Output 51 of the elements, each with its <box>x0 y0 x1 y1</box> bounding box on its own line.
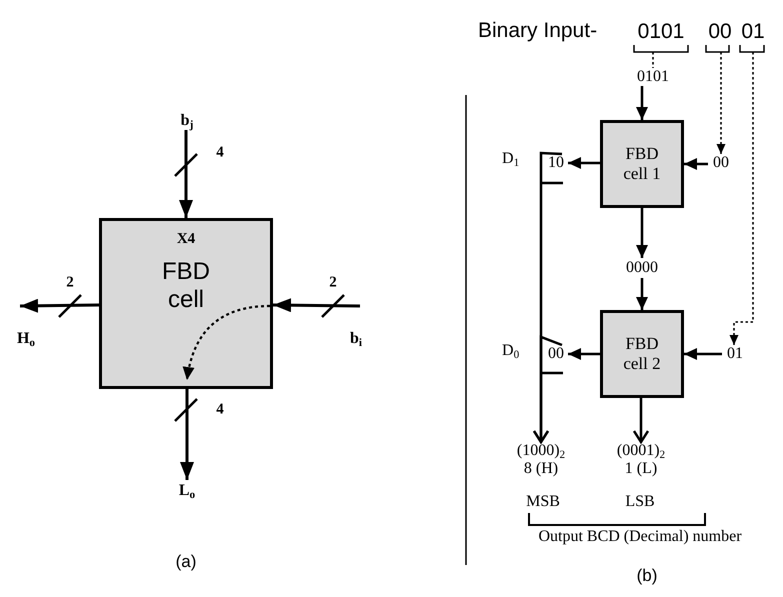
bus-width-label: 2 <box>66 274 74 292</box>
bit-value: 01 <box>727 344 743 364</box>
bit-order-label: LSB <box>624 493 656 512</box>
arrow <box>532 335 562 444</box>
output-caption: Output BCD (Decimal) number <box>537 528 743 546</box>
digit-label: D$_{0}$ <box>502 342 520 360</box>
bit-group: 00 <box>708 20 732 44</box>
arrow <box>20 298 100 313</box>
dotted-arrow <box>730 52 754 345</box>
arrow <box>684 158 708 170</box>
fbd-cell-box <box>99 218 273 389</box>
panel-label: (b) <box>636 566 658 586</box>
bit-value: 00 <box>713 154 729 172</box>
dotted-arrow <box>716 52 726 154</box>
bit-value: (0001)$_{2}$ <box>616 442 666 460</box>
arrow <box>684 348 722 360</box>
bit-value: 0101 <box>637 68 669 86</box>
cell-title: FBD cell 1 <box>622 144 662 184</box>
signal-label: H$_{o}$ <box>16 330 36 348</box>
cell-title: FBD cell 2 <box>622 334 662 374</box>
signal-label: b$_{j}$ <box>180 112 194 130</box>
arrow <box>636 278 648 310</box>
bit-value: 8 (H) <box>524 460 558 479</box>
bus-width-label: 2 <box>329 274 337 292</box>
bit-order-label: MSB <box>525 493 561 512</box>
cell-index-label: X4 <box>176 231 196 248</box>
arrow <box>632 398 650 444</box>
arrow <box>636 86 648 120</box>
input-label: Binary Input- <box>478 19 598 42</box>
arrow <box>568 348 600 360</box>
arrow <box>568 157 600 169</box>
arrow <box>180 389 194 480</box>
bit-value: 1 (L) <box>624 460 658 479</box>
bit-value: 10 <box>548 154 564 172</box>
digit-label: D$_{1}$ <box>502 150 520 168</box>
bit-value: (1000)$_{2}$ <box>516 442 566 460</box>
arrow <box>179 130 193 218</box>
bus-width-label: 4 <box>216 144 224 162</box>
bit-group: 01 <box>741 20 765 44</box>
arrow <box>636 208 648 258</box>
bus-width-label: 4 <box>216 402 224 418</box>
fbd-cell-box <box>600 310 684 398</box>
arrow <box>272 298 360 312</box>
bit-value: 0000 <box>626 258 658 278</box>
signal-label: L$_{o}$ <box>178 482 196 500</box>
bit-group: 0101 <box>638 20 684 44</box>
bit-value: 00 <box>548 344 564 364</box>
panel-label: (a) <box>174 552 198 572</box>
fbd-cell-box <box>600 120 684 208</box>
signal-label: b$_{i}$ <box>350 330 362 348</box>
cell-title: FBD cell <box>161 258 211 314</box>
